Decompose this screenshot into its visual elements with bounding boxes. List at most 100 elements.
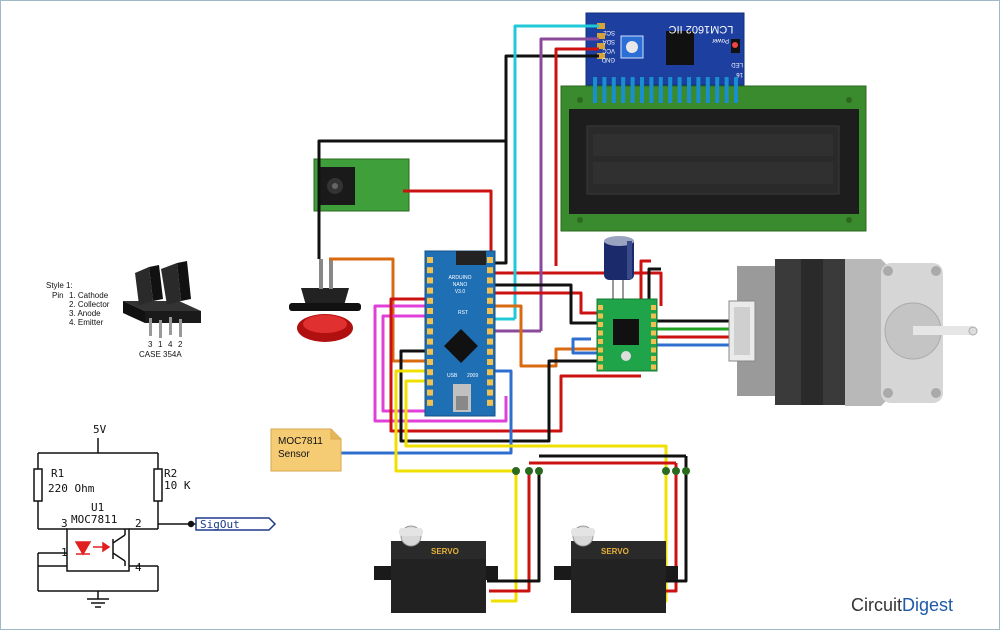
backpack-header-pins: [597, 23, 605, 59]
nano-pin: [487, 318, 493, 325]
nano-model: NANO: [453, 282, 468, 288]
brand-part2: Digest: [902, 595, 953, 615]
nano-pin: [427, 379, 433, 386]
pin16-label: 16: [736, 71, 743, 77]
nano-pin: [427, 338, 433, 345]
nano-pin: [427, 277, 433, 284]
nano-pin: [487, 389, 493, 396]
header-pin: [621, 77, 626, 103]
nano-pin: [427, 359, 433, 365]
driver-pin: [598, 339, 603, 344]
schematic: [33, 438, 277, 608]
ic-case-drawing: 3 1 4 2 CASE 354A Style 1: Pin 1. Cathod…: [46, 261, 201, 359]
nano-pin: [487, 297, 493, 304]
pin4-label: 4: [135, 561, 142, 574]
driver-pin: [598, 322, 603, 327]
sensor-note: MOC7811 Sensor: [270, 428, 342, 472]
pin-label-gnd: GND: [601, 56, 615, 62]
brand-text: CircuitDigest: [851, 595, 953, 615]
nano-pin: [427, 287, 433, 294]
r2-ref: R2: [164, 467, 177, 480]
power-label: Power: [712, 37, 729, 43]
driver-pin: [598, 356, 603, 361]
leg-number-3: 3: [148, 340, 153, 349]
nano-pin: [487, 308, 493, 314]
header-pin: [715, 77, 720, 103]
driver-pin: [598, 305, 603, 310]
header-pin: [649, 77, 654, 103]
pin3-label: 3: [61, 517, 68, 530]
i2c-backpack: LCM1602 IIC SCL SDA VCC GND Power LED 16: [585, 12, 745, 103]
case-label: CASE 354A: [139, 350, 182, 359]
driver-pin: [598, 364, 603, 370]
driver-pin: [651, 322, 656, 327]
header-pin: [658, 77, 663, 103]
nano-pin: [427, 297, 433, 304]
header-pin: [602, 77, 607, 103]
driver-left-pins: [598, 305, 603, 370]
header-pin: [696, 77, 701, 103]
driver-pin: [651, 364, 656, 370]
nano-pin: [487, 257, 493, 263]
led-label: LED: [731, 61, 743, 67]
supply-label: 5V: [93, 423, 107, 436]
backpack-bottom-pins: [593, 77, 738, 103]
case-pin-4: 4. Emitter: [69, 318, 104, 327]
case-style: Style 1:: [46, 281, 73, 290]
driver-right-pins: [651, 305, 656, 370]
case-pin-2: 2. Collector: [69, 300, 110, 309]
driver-pin: [651, 347, 656, 353]
nano-pin: [487, 277, 493, 284]
pin-label-scl: SCL: [603, 29, 615, 35]
servo-2: SERVO: [554, 525, 678, 613]
nano-pin: [487, 399, 493, 406]
pin2-label: 2: [135, 517, 142, 530]
nano-pin: [487, 369, 493, 376]
nano-pin: [427, 348, 433, 355]
header-pin: [677, 77, 682, 103]
sigout-label: SigOut: [200, 518, 240, 531]
case-pin-1: 1. Cathode: [69, 291, 109, 300]
capacitor: [604, 236, 634, 280]
driver-pin: [651, 356, 656, 361]
case-pin-header: Pin: [52, 291, 64, 300]
header-pin: [734, 77, 738, 103]
r1-ref: R1: [51, 467, 64, 480]
header-pin: [668, 77, 673, 103]
nano-pin: [487, 338, 493, 345]
header-pin: [724, 77, 729, 103]
dc-power-jack: [313, 158, 410, 212]
r2-value: 10 K: [164, 479, 191, 492]
nano-pin: [427, 328, 433, 335]
servo-1: SERVO: [374, 525, 498, 613]
driver-pin: [598, 347, 603, 353]
schematic-labels: 5V R1 220 Ohm R2 10 K U1 MOC7811 3 1 2 4…: [48, 423, 240, 574]
pin1-label: 1: [61, 546, 68, 559]
ic-ref: U1: [91, 501, 104, 514]
nano-pin: [427, 308, 433, 314]
servo-2-label: SERVO: [601, 547, 629, 556]
leg-number-2: 2: [178, 340, 183, 349]
backpack-part-label: LCM1602 IIC: [669, 23, 734, 35]
driver-pin: [651, 330, 656, 336]
sensor-note-line2: Sensor: [278, 449, 310, 460]
arduino-nano: ARDUINO NANO V3.0 RST USB 2009: [424, 250, 496, 417]
r1-value: 220 Ohm: [48, 482, 95, 495]
case-pin-3: 3. Anode: [69, 309, 101, 318]
brand-logo: CircuitDigest: [851, 595, 953, 615]
nano-brand: ARDUINO: [448, 275, 471, 281]
driver-pin: [651, 313, 656, 319]
pin-label-vcc: VCC: [602, 47, 615, 53]
header-pin: [611, 77, 616, 103]
nano-left-pins: [427, 257, 433, 406]
nano-pin: [487, 359, 493, 365]
nano-version: V3.0: [455, 289, 466, 295]
pin-label-sda: SDA: [603, 38, 615, 44]
lcd-display: [560, 85, 867, 232]
nano-pin: [487, 328, 493, 335]
stepper-driver: [596, 298, 658, 372]
leg-number-1: 1: [158, 340, 163, 349]
nano-pin: [427, 389, 433, 396]
sensor-note-line1: MOC7811: [278, 436, 323, 447]
